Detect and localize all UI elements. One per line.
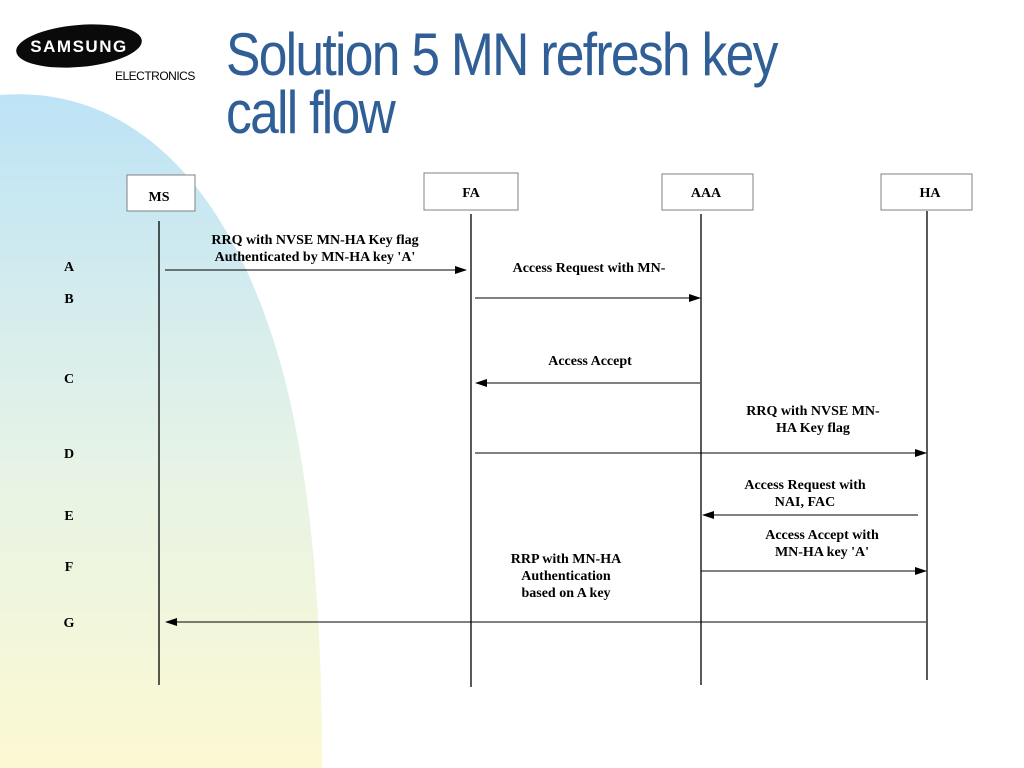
step-label-d: D [64,447,74,462]
slide-title-line-2: call flow [226,79,396,146]
step-label-e: E [64,509,73,524]
message-f-label-line-1: Access Accept with [765,528,879,543]
entity-fa-box [423,172,519,211]
slide-title: Solution 5 MN refresh key call flow [226,21,778,146]
samsung-logo: SAMSUNG ELECTRONICS [16,24,196,83]
message-a-label-line-2: Authenticated by MN-HA key 'A' [215,250,416,265]
message-f-label-line-2: MN-HA key 'A' [775,545,869,560]
entity-fa-label: FA [462,186,481,201]
message-g-label-line-2: Authentication [521,569,611,584]
entity-ha-box [880,173,973,211]
message-a-label-line-1: RRQ with NVSE MN-HA Key flag [211,233,418,248]
step-label-b: B [64,292,73,307]
background-swoosh [0,94,322,768]
message-e-label-line-1: Access Request with [744,478,866,493]
step-label-c: C [64,372,74,387]
logo-brand-text: SAMSUNG [30,37,127,56]
message-c-label: Access Accept [548,354,632,369]
message-g-label-line-1: RRP with MN-HA [511,552,622,567]
slide-title-line-1: Solution 5 MN refresh key [226,21,778,88]
entity-aaa-box [661,173,754,211]
step-label-f: F [65,560,74,575]
entity-aaa-label: AAA [691,186,722,201]
entity-ms-box [126,174,196,212]
entity-ha-label: HA [920,186,942,201]
logo-ellipse [16,24,142,68]
step-label-g: G [64,616,75,631]
message-d-label-line-1: RRQ with NVSE MN- [746,404,880,419]
entity-ms-label: MS [149,190,170,205]
step-label-a: A [64,260,75,275]
message-d-label-line-2: HA Key flag [776,421,850,436]
message-g-label-line-3: based on A key [521,586,610,601]
message-e-label-line-2: NAI, FAC [775,495,835,510]
logo-division-text: ELECTRONICS [115,69,195,83]
message-b-label: Access Request with MN- [513,261,666,276]
